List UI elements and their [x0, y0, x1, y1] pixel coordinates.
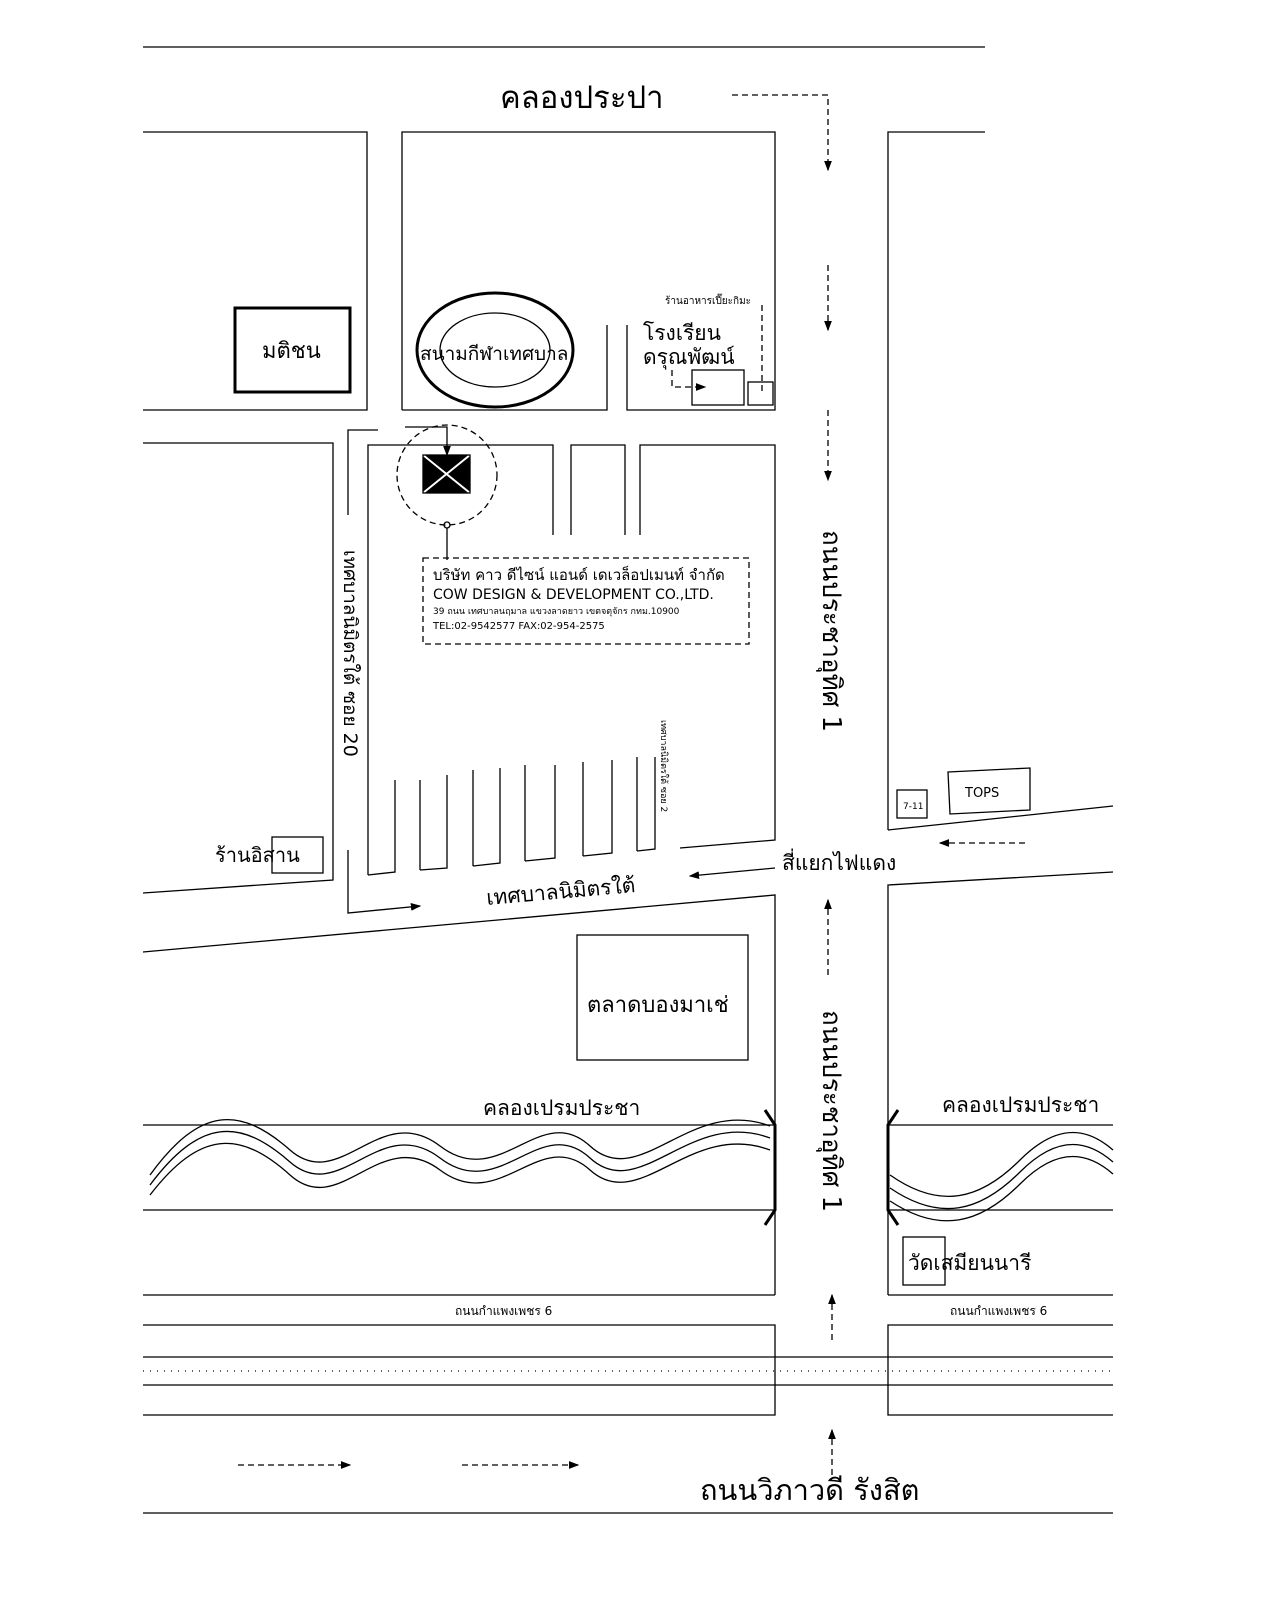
railway [143, 1356, 1113, 1386]
label-soi2: เทศบาลนิมิตรใต้ ซอย 2 [658, 720, 669, 812]
label-road-right-upper: ถนนประชาอุทิศ 1 [816, 530, 846, 732]
label-canal-top: คลองประปา [500, 80, 664, 116]
buildings [233, 291, 1031, 1286]
label-canal-left: คลองเปรมประชา [483, 1096, 640, 1120]
roads [142, 46, 1114, 1514]
company-phone: TEL:02-9542577 FAX:02-954-2575 [432, 621, 605, 632]
label-matichon: มติชน [262, 339, 321, 364]
label-stadium: สนามกีฬาเทศบาล [420, 343, 568, 365]
label-soi20: เทศบาลนิมิตรใต้ ซอย 20 [339, 550, 361, 757]
label-restaurant: ร้านอาหารเปี๊ยะกิมะ [665, 293, 751, 307]
label-road-kp-left: ถนนกำแพงเพชร 6 [455, 1304, 552, 1318]
label-canal-right: คลองเปรมประชา [942, 1093, 1099, 1117]
bridge-icon [763, 1109, 900, 1226]
company-marker [396, 424, 750, 645]
label-temple: วัดเสมียนนารี [908, 1251, 1031, 1275]
company-name-th: บริษัท คาว ดีไซน์ แอนด์ เดเวล็อปเมนท์ จำ… [433, 565, 725, 584]
label-intersection: สี่แยกไฟแดง [782, 848, 896, 875]
map-labels: คลองประปา มติชน สนามกีฬาเทศบาล ร้านอาหาร… [215, 80, 1099, 1507]
label-market: ตลาดบองมาเช่ [587, 993, 729, 1018]
company-info: บริษัท คาว ดีไซน์ แอนด์ เดเวล็อปเมนท์ จำ… [432, 565, 725, 632]
label-tops: TOPS [964, 786, 999, 801]
company-address: 39 ถนน เทศบาลนฤมาล แขวงลาดยาว เขตจตุจักร… [433, 607, 680, 617]
canal [143, 1109, 1114, 1226]
label-road-right-lower: ถนนประชาอุทิศ 1 [816, 1010, 846, 1212]
label-7-11: 7-11 [903, 802, 923, 812]
label-school-1: โรงเรียน [643, 321, 721, 345]
direction-arrows [238, 94, 1025, 1475]
label-school-2: ดรุณพัฒน์ [643, 345, 735, 370]
label-vibhavadi: ถนนวิภาวดี รังสิต [700, 1473, 920, 1507]
label-road-kp-right: ถนนกำแพงเพชร 6 [950, 1304, 1047, 1318]
label-nimit-road: เทศบาลนิมิตรใต้ [485, 873, 636, 910]
company-name-en: COW DESIGN & DEVELOPMENT CO.,LTD. [433, 587, 714, 603]
label-isan-shop: ร้านอิสาน [215, 843, 300, 867]
